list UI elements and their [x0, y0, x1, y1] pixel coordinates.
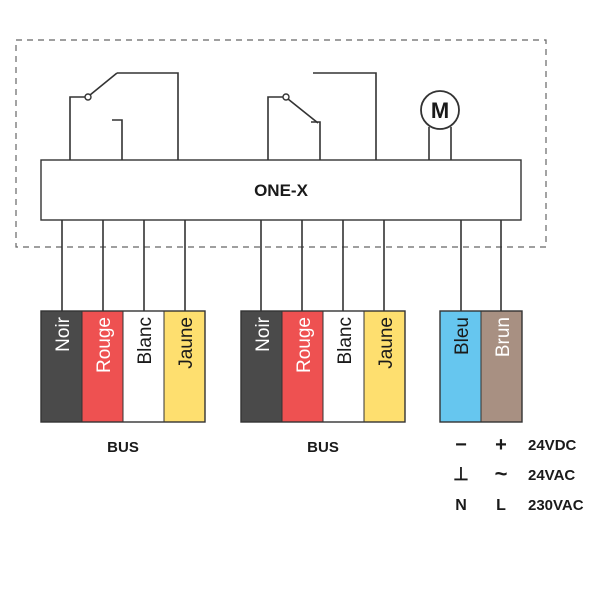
bus-group-2: Noir Rouge Blanc Jaune BUS: [240, 310, 406, 456]
wire-label-noir: Noir: [53, 316, 74, 352]
power-right-1: ~: [495, 461, 508, 486]
wire-label-blanc: Blanc: [335, 317, 356, 365]
power-table: − + 24VDC ⊥ ~ 24VAC N L 230VAC: [453, 434, 584, 514]
motor-label: M: [431, 98, 449, 123]
power-right-0: +: [495, 434, 507, 456]
wire-rouge: [82, 311, 123, 422]
power-left-1: ⊥: [453, 464, 469, 484]
wire-label-brun: Brun: [493, 317, 514, 357]
power-group: Bleu Brun: [439, 310, 523, 423]
wire-label-bleu: Bleu: [452, 317, 473, 355]
wire-label-rouge: Rouge: [94, 317, 115, 373]
wire-label-noir: Noir: [253, 316, 274, 352]
power-right-2: L: [496, 497, 506, 514]
device-enclosure-outline: [15, 39, 547, 248]
wire-noir: [241, 311, 282, 422]
power-label-0: 24VDC: [528, 437, 577, 454]
wire-label-rouge: Rouge: [294, 317, 315, 373]
wire-label-jaune: Jaune: [176, 317, 197, 369]
relay-contact-2: [267, 72, 377, 160]
motor-symbol: M: [420, 90, 460, 160]
wire-brun: [481, 311, 522, 422]
wire-bleu: [440, 311, 481, 422]
bus-label-1: BUS: [107, 439, 139, 456]
module-title: ONE-X: [254, 181, 309, 200]
wire-jaune: [364, 311, 405, 422]
bus-label-2: BUS: [307, 439, 339, 456]
module-leads: [61, 220, 502, 311]
wire-blanc: [323, 311, 364, 422]
power-left-0: −: [455, 434, 467, 456]
bus-group-1: Noir Rouge Blanc Jaune BUS: [40, 310, 206, 456]
wire-blanc: [123, 311, 164, 422]
power-label-1: 24VAC: [528, 467, 575, 484]
wire-label-jaune: Jaune: [376, 317, 397, 369]
module-box: [40, 159, 522, 221]
wire-label-blanc: Blanc: [135, 317, 156, 365]
wire-jaune: [164, 311, 205, 422]
wire-rouge: [282, 311, 323, 422]
power-left-2: N: [455, 497, 467, 514]
relay-contact-1: [69, 72, 179, 160]
wire-noir: [41, 311, 82, 422]
power-label-2: 230VAC: [528, 497, 584, 514]
